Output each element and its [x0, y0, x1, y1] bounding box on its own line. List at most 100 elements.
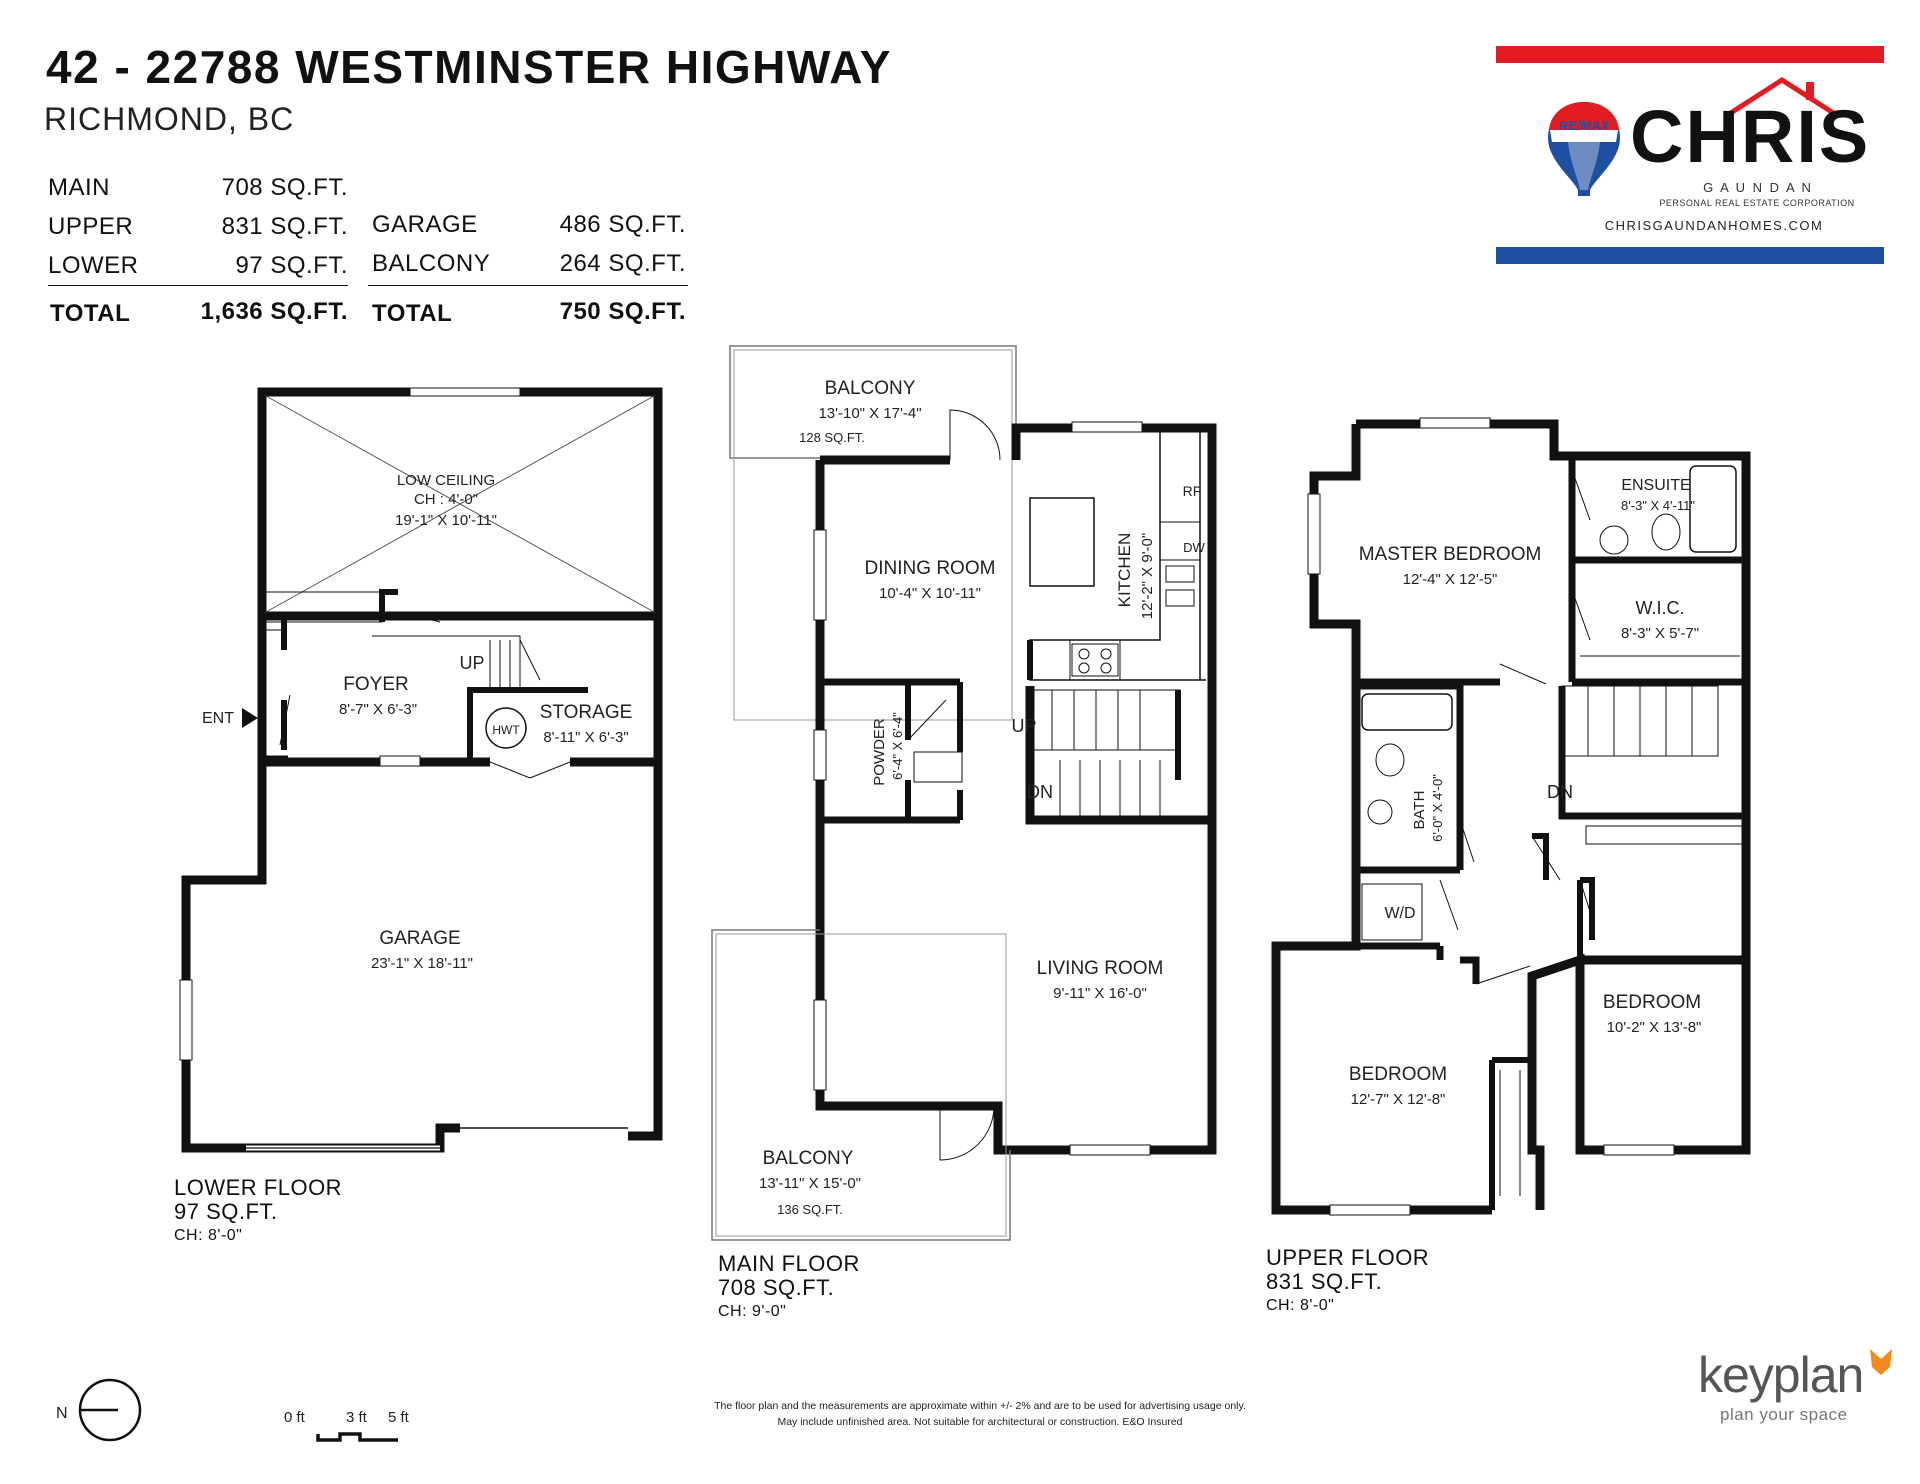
floor-name: MAIN FLOOR [718, 1251, 860, 1276]
area-value: 97 SQ.FT. [235, 252, 348, 279]
floor-area: 97 SQ.FT. [174, 1199, 278, 1224]
total-value: 1,636 SQ.FT. [200, 298, 348, 325]
scale-label: 3 ft [346, 1409, 368, 1426]
stove-icon [1071, 643, 1119, 677]
bedroom-label: BEDROOM [1603, 992, 1701, 1013]
remax-balloon-icon [1548, 102, 1620, 196]
balcony-top-label: BALCONY [825, 378, 916, 399]
upper-floor-label: UPPER FLOOR 831 SQ.FT. CH: 8'-0" [1266, 1246, 1429, 1318]
foyer-label: FOYER [343, 674, 408, 695]
floor-name: LOWER FLOOR [174, 1175, 343, 1200]
area-label: GARAGE [372, 211, 478, 238]
hwt-label: HWT [492, 723, 520, 737]
agent-surname: G A U N D A N [1703, 180, 1813, 195]
total-value: 750 SQ.FT. [559, 298, 686, 325]
dining-room-label: DINING ROOM [865, 558, 996, 579]
low-ceiling-ch: CH : 4'-0" [414, 491, 478, 508]
garage-dim: 23'-1" X 18'-11" [371, 955, 473, 972]
total-label: TOTAL [372, 300, 453, 327]
total-label: TOTAL [50, 300, 131, 327]
low-ceiling-dim: 19'-1" X 10'-11" [395, 512, 497, 529]
area-table-right: GARAGE 486 SQ.FT. BALCONY 264 SQ.FT. TOT… [368, 171, 688, 331]
agent-corp: PERSONAL REAL ESTATE CORPORATION [1659, 198, 1855, 208]
agent-name: CHRIS [1630, 95, 1871, 178]
area-value: 264 SQ.FT. [559, 250, 686, 277]
main-floor-label: MAIN FLOOR 708 SQ.FT. CH: 9'-0" [718, 1252, 860, 1324]
balcony-bottom-dim: 13'-11" X 15'-0" [759, 1175, 861, 1192]
north-compass-icon [78, 1378, 142, 1442]
ensuite-dim: 8'-3" X 4'-11" [1621, 498, 1695, 513]
floor-name: UPPER FLOOR [1266, 1245, 1430, 1270]
keyplan-logo: keyplan plan your space [1686, 1347, 1896, 1437]
area-value: 486 SQ.FT. [559, 211, 686, 238]
compass-label: N [56, 1405, 68, 1422]
wic-label: W.I.C. [1636, 598, 1685, 618]
powder-label: POWDER [871, 718, 888, 786]
powder-dim: 6'-4" X 6'-4" [890, 712, 905, 780]
master-bedroom-dim: 12'-4" X 12'-5" [1403, 571, 1498, 588]
floor-ceiling-height: CH: 8'-0" [1266, 1297, 1335, 1314]
agent-website[interactable]: CHRISGAUNDANHOMES.COM [1604, 218, 1824, 233]
total-divider [48, 285, 348, 286]
total-divider [368, 285, 688, 286]
bath-label: BATH [1411, 791, 1428, 830]
dining-room-dim: 10'-4" X 10'-11" [879, 585, 981, 602]
area-value: 831 SQ.FT. [221, 213, 348, 240]
balcony-bottom-area: 136 SQ.FT. [777, 1202, 843, 1217]
area-table-left: MAIN 708 SQ.FT. UPPER 831 SQ.FT. LOWER 9… [48, 174, 348, 334]
brand-tagline: plan your space [1720, 1405, 1848, 1424]
fox-icon [1870, 1349, 1892, 1375]
low-ceiling-label: LOW CEILING [397, 472, 495, 489]
floor-ceiling-height: CH: 9'-0" [718, 1303, 787, 1320]
scale-label: 5 ft [388, 1409, 410, 1426]
area-label: MAIN [48, 174, 110, 201]
floor-area: 708 SQ.FT. [718, 1275, 835, 1300]
lower-floor-label: LOWER FLOOR 97 SQ.FT. CH: 8'-0" [174, 1176, 342, 1248]
balcony-top-area: 128 SQ.FT. [799, 430, 865, 445]
lower-floor-plan [179, 387, 663, 1153]
bedroom-dim: 12'-7" X 12'-8" [1351, 1091, 1446, 1108]
storage-label: STORAGE [540, 702, 633, 723]
bedroom-dim: 10'-2" X 13'-8" [1607, 1019, 1702, 1036]
wic-dim: 8'-3" X 5'-7" [1621, 625, 1699, 642]
main-floor-plan [711, 345, 1217, 1241]
area-value: 708 SQ.FT. [221, 174, 348, 201]
bedroom-label: BEDROOM [1349, 1064, 1447, 1085]
disclaimer-line: May include unfinished area. Not suitabl… [777, 1416, 1183, 1428]
living-room-dim: 9'-11" X 16'-0" [1053, 985, 1147, 1002]
roof-icon [1724, 77, 1840, 119]
disclaimer: The floor plan and the measurements are … [600, 1398, 1360, 1430]
washer-dryer-label: W/D [1384, 905, 1415, 922]
dishwasher-label: DW [1183, 540, 1205, 555]
master-bedroom-label: MASTER BEDROOM [1359, 544, 1542, 565]
balcony-bottom-label: BALCONY [763, 1148, 854, 1169]
fridge-label: RF [1183, 483, 1202, 499]
floor-ceiling-height: CH: 8'-0" [174, 1227, 243, 1244]
stairs-up-label: UP [459, 653, 484, 673]
logo-blue-bar [1496, 247, 1884, 264]
area-label: BALCONY [372, 250, 491, 277]
kitchen-label: KITCHEN [1115, 533, 1134, 608]
living-room-label: LIVING ROOM [1037, 958, 1164, 979]
remax-label: RE/MAX [1558, 118, 1610, 133]
floor-area: 831 SQ.FT. [1266, 1269, 1383, 1294]
agent-logo: RE/MAX CHRIS G A U N D A N PERSONAL REAL… [1496, 40, 1884, 270]
garage-label: GARAGE [379, 928, 460, 949]
storage-dim: 8'-11" X 6'-3" [543, 729, 628, 746]
ensuite-label: ENSUITE [1621, 477, 1690, 494]
property-address: 42 - 22788 WESTMINSTER HIGHWAY [46, 41, 892, 93]
area-label: UPPER [48, 213, 134, 240]
balcony-top-dim: 13'-10" X 17'-4" [818, 405, 921, 422]
entry-label: ENT [202, 710, 234, 727]
scale-bar-icon [316, 1432, 398, 1442]
brand-name: keyplan [1698, 1347, 1864, 1403]
entry-arrow-icon [242, 708, 258, 728]
logo-red-bar [1496, 46, 1884, 63]
stairs-up-label: UP [1011, 716, 1036, 736]
bath-dim: 6'-0" X 4'-0" [1430, 774, 1445, 842]
scale-label: 0 ft [284, 1409, 306, 1426]
kitchen-dim: 12'-2" X 9'-0" [1139, 533, 1156, 619]
upper-floor-plan [1271, 417, 1751, 1216]
stairs-down-label: DN [1027, 782, 1053, 802]
